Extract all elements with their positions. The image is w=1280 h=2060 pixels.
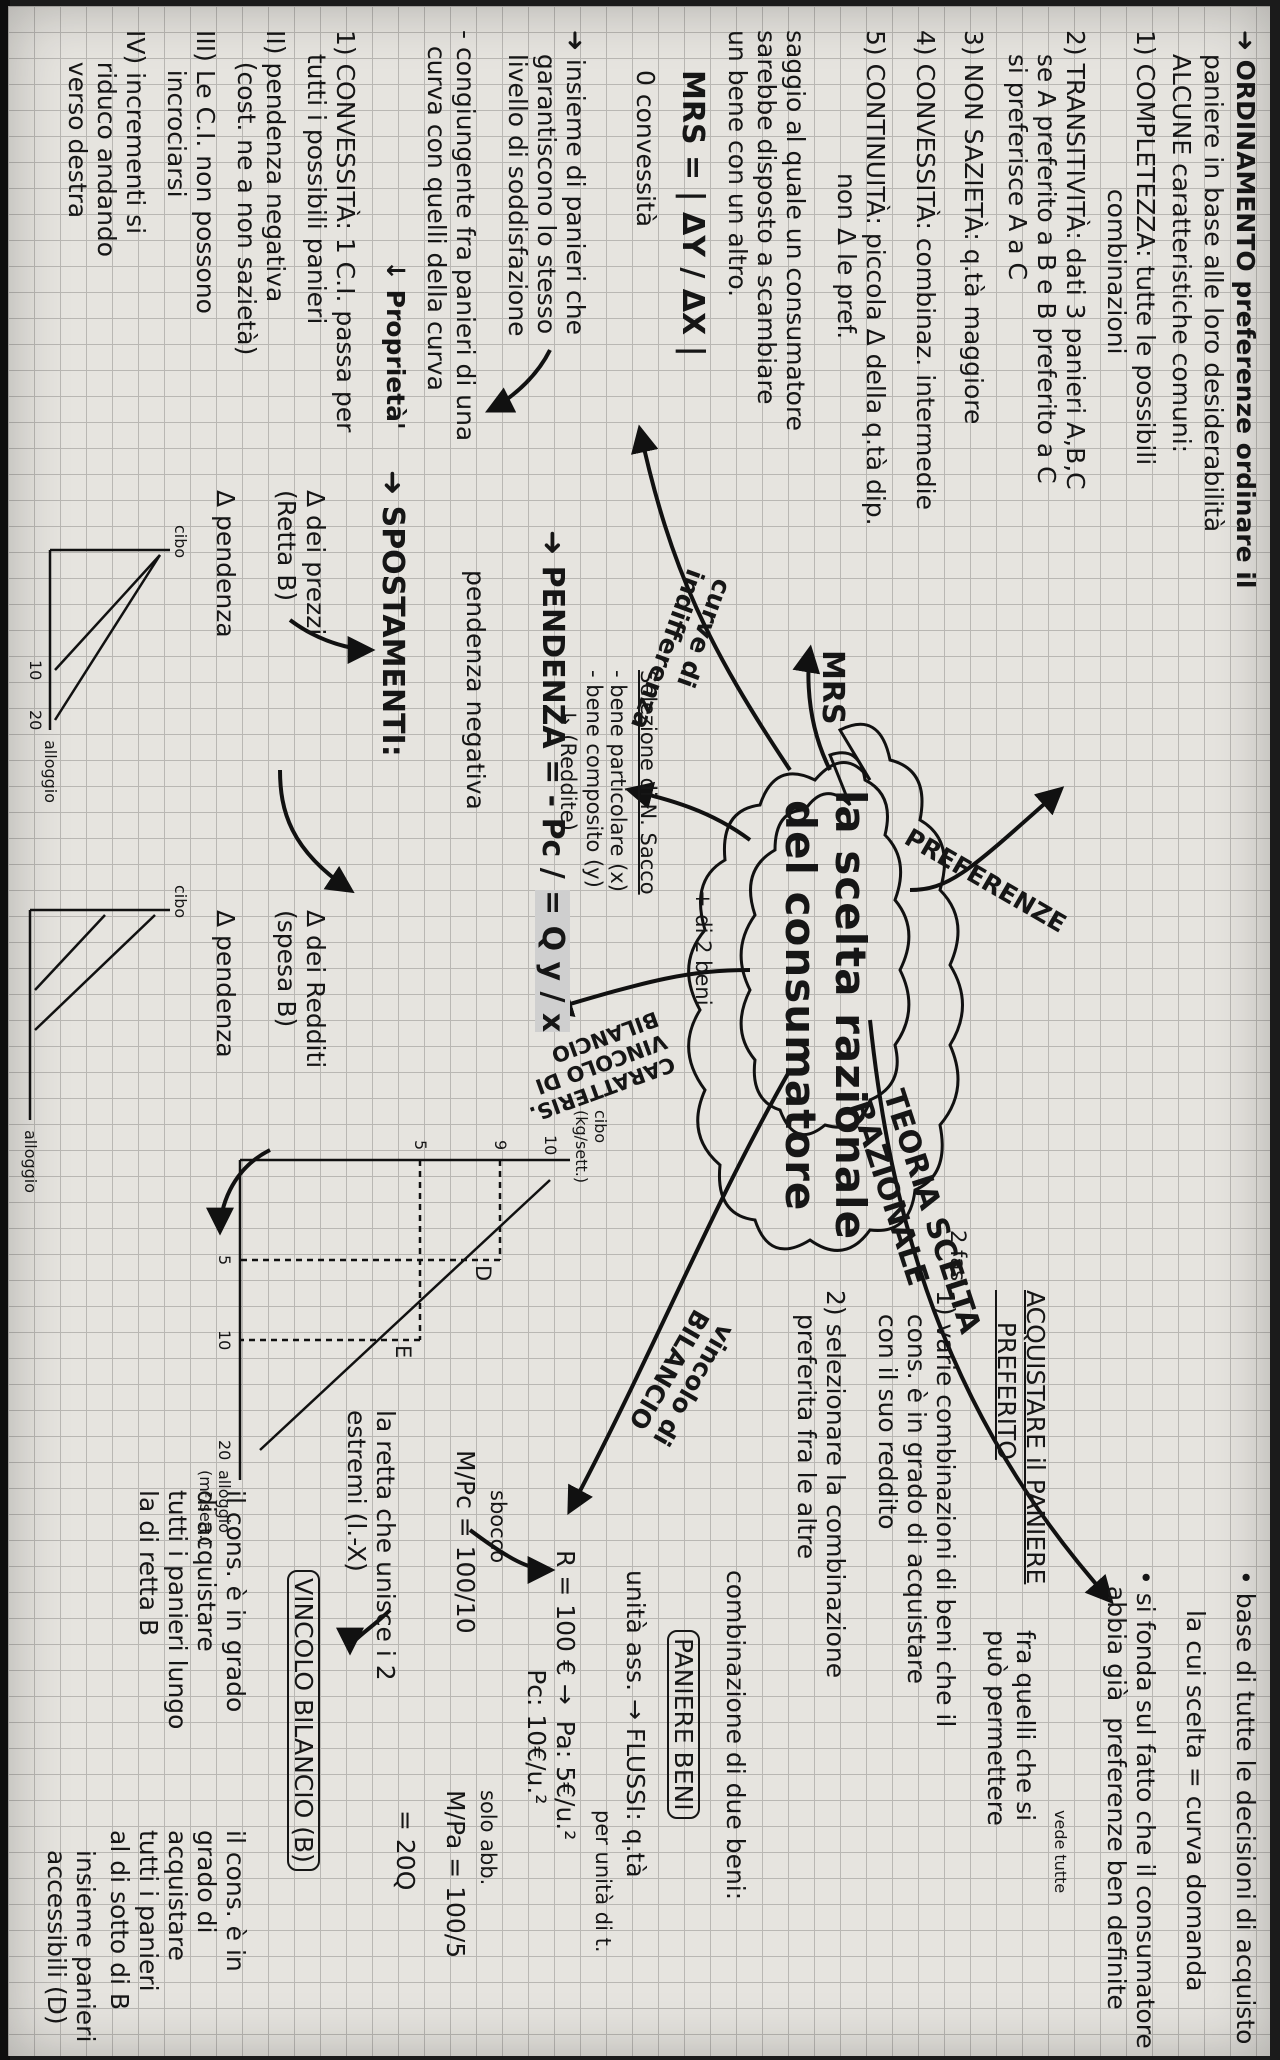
arrow-caratteristiche <box>544 968 751 1017</box>
vincolo-mpc: M/Pc = 100/10 <box>451 1450 480 1634</box>
g1-y-tick-5: 5 <box>411 1140 430 1151</box>
vincolo-reddito: R = 100 € → Pa: 5€/u.² Pc: 10€/u.² <box>522 1550 580 1841</box>
main-title-line-2: del consumatore <box>776 800 825 1212</box>
g1-x-label: alloggio (m²/sett.) <box>196 1470 234 1546</box>
g1-x-tick-10: 10 <box>215 1330 234 1351</box>
graph-price-change <box>48 548 170 730</box>
mindmap-drawing <box>28 349 1114 1656</box>
teoria-line-2: la cui scelta = curva domanda <box>1181 1610 1210 1992</box>
vincolo-solo-abb: solo abb. <box>476 1790 500 1886</box>
teoria-fase-1: 1) varie combinazioni di beni che il con… <box>873 1290 960 1728</box>
pref-line-2: paniere in base alle loro desiderabilità <box>1199 30 1228 533</box>
arrow-vede <box>206 1148 271 1236</box>
g1-y-label: cibo (kg/sett.) <box>572 1110 610 1184</box>
g1-point-d: D <box>471 1265 495 1282</box>
arrow-spost-left <box>288 618 376 664</box>
g2-y-label: cibo <box>171 525 190 559</box>
arrow-preferenze <box>909 786 1065 892</box>
g1-x-tick-5: 5 <box>215 1255 234 1266</box>
mrs-convessita: 0 convessità <box>631 70 660 228</box>
arrow-selezione <box>624 781 752 842</box>
curve-prop-3: III) Le C.I. non possono incrociarsi <box>162 30 220 314</box>
vincolo-per-unita: per unità di t. <box>591 1810 615 1953</box>
vincolo-sotto-b: il cons. è in grado di acquistare tutti … <box>105 1830 250 2011</box>
vincolo-mpa: M/Pa = 100/5 <box>441 1790 470 1959</box>
pref-convessita: 4) CONVESSITÀ: combinaz. intermedie <box>911 30 940 510</box>
teoria-fasi: 2 fasi <box>946 1230 970 1288</box>
curve-prop-2: II) pendenza negativa (cost. ne a non sa… <box>232 30 290 356</box>
teoria-permettere: fra quelli che si può permettere <box>982 1630 1040 1826</box>
pref-title: ➜ ORDINAMENTO preferenze ordinare il <box>1231 30 1260 589</box>
curve-definition: ➜ insieme di panieri che garantiscono lo… <box>503 30 590 337</box>
g2-x-label: alloggio <box>41 740 60 804</box>
g1-x-tick-20: 20 <box>215 1440 234 1461</box>
vincolo-sbocco: sbocco <box>486 1490 510 1564</box>
vincolo-paniere: PANIERE BENI <box>667 1630 700 1819</box>
pref-non-sazieta: 3) NON SAZIETÀ: q.tà maggiore <box>959 30 988 425</box>
pendenza-negativa: pendenza negativa <box>461 570 490 810</box>
g2-x-tick-20: 20 <box>26 710 45 731</box>
arrow-vincolo <box>567 1069 792 1515</box>
teoria-acquistare: ACQUISTARE il PANIERE PREFERITO <box>992 1290 1050 1585</box>
teoria-line-1: • base di tutte le decisioni di acquisto <box>1231 1570 1260 2045</box>
arrow-vincolo-left <box>468 1528 556 1584</box>
teoria-fase-2: 2) selezionare la combinazione preferita… <box>792 1290 850 1679</box>
spost-prezzi-pendenza: Δ pendenza <box>211 490 240 638</box>
branch-mrs: MRS <box>815 650 850 725</box>
arrow-teoria <box>868 1019 1114 1605</box>
spostamenti-title: ➜ SPOSTAMENTI: <box>375 470 410 757</box>
graph-income-change <box>28 908 170 1120</box>
teoria-line-3: • si fonda sul fatto che il consumatore … <box>1102 1570 1160 2049</box>
selezione-beni: - bene particolare (x) - bene composito … <box>582 670 630 892</box>
arrow-vincolo-right <box>336 1608 392 1656</box>
central-cloud <box>687 722 964 1252</box>
vincolo-retta: la retta che unisce i 2 estremi (l.-X) <box>342 1410 400 1681</box>
pref-line-3: ALCUNE caratteristiche comuni: <box>1167 30 1196 454</box>
arrow-curve <box>631 424 792 772</box>
g2-x-tick-10: 10 <box>26 660 45 681</box>
arrow-proprieta <box>484 349 552 413</box>
curve-prop-1: 1) CONVESSITÀ: 1 C.I. passa per tutti i … <box>302 30 360 433</box>
notebook-spine <box>0 0 10 2060</box>
spost-redditi-pendenza: Δ pendenza <box>211 910 240 1058</box>
arrow-spost-right <box>278 769 355 894</box>
graph-budget <box>238 1158 570 1480</box>
vincolo-20q: = 20Q <box>391 1810 420 1891</box>
g3-y-label: cibo <box>171 885 190 919</box>
vincolo-accessibili: insieme panieri accessibili (D) <box>42 1850 100 2043</box>
curve-prop-4: IV) incrementi si riduco andando verso d… <box>63 30 150 258</box>
mrs-formula: MRS = | ΔY / ΔX | <box>675 70 710 357</box>
pendenza-qyx: = Q y / x <box>535 890 570 1033</box>
selezione-title: Selezione di N. Sacco <box>636 670 660 895</box>
arrow-mrs <box>792 644 832 771</box>
selezione-reddite: ↳ (Reddite) <box>556 710 580 831</box>
mrs-definition: saggio al quale un consumatore sarebbe d… <box>723 30 810 432</box>
mindmap-sheet: la scelta razionale del consumatore + di… <box>10 10 1270 2050</box>
g1-point-e: E <box>391 1345 415 1359</box>
vincolo-bilancio-box: VINCOLO BILANCIO (B) <box>287 1570 320 1871</box>
curve-proprieta: ↓ Proprietà' <box>381 260 410 430</box>
vincolo-combinazione: combinazione di due beni: <box>721 1570 750 1901</box>
pref-continuita: 5) CONTINUITÀ: piccola Δ della q.tà dip.… <box>832 30 890 526</box>
g1-y-tick-9: 9 <box>491 1140 510 1151</box>
g3-x-label: alloggio <box>21 1130 40 1194</box>
grid-paper <box>8 6 1270 2056</box>
pref-transitivita: 2) TRANSITIVITÀ: dati 3 panieri A,B,C se… <box>1003 30 1090 490</box>
teoria-vede: vede tutte <box>1051 1810 1070 1894</box>
spost-prezzi: Δ dei prezzi (Retta B) <box>272 490 330 636</box>
g1-y-tick-10: 10 <box>541 1135 560 1156</box>
spost-redditi: Δ dei Redditi (spesa B) <box>272 910 330 1069</box>
curve-congiungente: - congiungente fra panieri di una curva … <box>422 30 480 442</box>
pref-completezza: 1) COMPLETEZZA: tutte le possibili combi… <box>1102 30 1160 466</box>
central-subnote: + di 2 beni <box>691 890 715 1006</box>
vincolo-flussi: unità ass. → FLUSSI: q.tà <box>621 1570 650 1878</box>
